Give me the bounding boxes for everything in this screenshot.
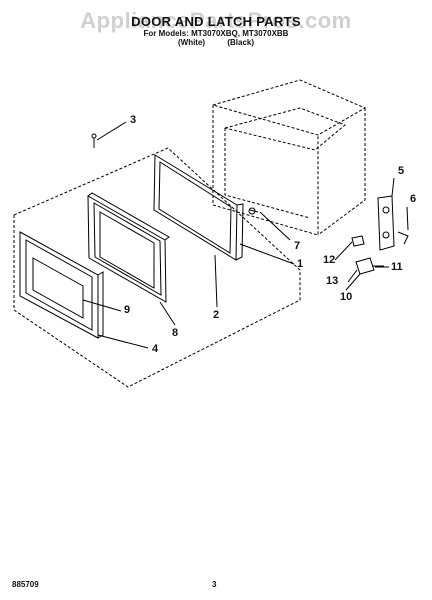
part-screw — [91, 133, 97, 148]
callout-13: 13 — [326, 275, 339, 287]
part-choke-frame — [153, 154, 244, 261]
model-subtitle: For Models: MT3070XBQ, MT3070XBB — [143, 29, 289, 38]
callout-11: 11 — [391, 261, 403, 273]
callout-1: 1 — [297, 258, 304, 270]
callout-4: 4 — [152, 343, 159, 355]
callout-3: 3 — [130, 114, 137, 126]
watermark: AppliancePartsPros.com — [80, 8, 352, 33]
door-envelope — [13, 147, 301, 388]
callout-8: 8 — [172, 327, 179, 339]
callout-10: 10 — [340, 291, 353, 303]
callout-7: 7 — [294, 240, 301, 252]
leader-lines — [82, 121, 409, 349]
document-number: 885709 — [12, 580, 39, 589]
callout-6: 6 — [410, 193, 417, 205]
callout-5: 5 — [398, 165, 405, 177]
part-switch-spring — [351, 235, 384, 275]
callout-2: 2 — [213, 309, 220, 321]
page-title: DOOR AND LATCH PARTS — [131, 14, 301, 29]
part-outer-panel — [19, 231, 104, 339]
color-white-label: (White) — [177, 38, 206, 47]
part-latch-bracket — [377, 195, 409, 251]
callout-9: 9 — [124, 304, 131, 316]
color-black-label: (Black) — [227, 38, 255, 47]
part-pin — [248, 207, 259, 215]
callout-12: 12 — [323, 254, 336, 266]
page-number: 3 — [212, 580, 217, 589]
cabinet-outline — [211, 79, 367, 236]
part-inner-frame — [87, 192, 170, 303]
color-variants: (White) (Black) — [0, 38, 432, 47]
